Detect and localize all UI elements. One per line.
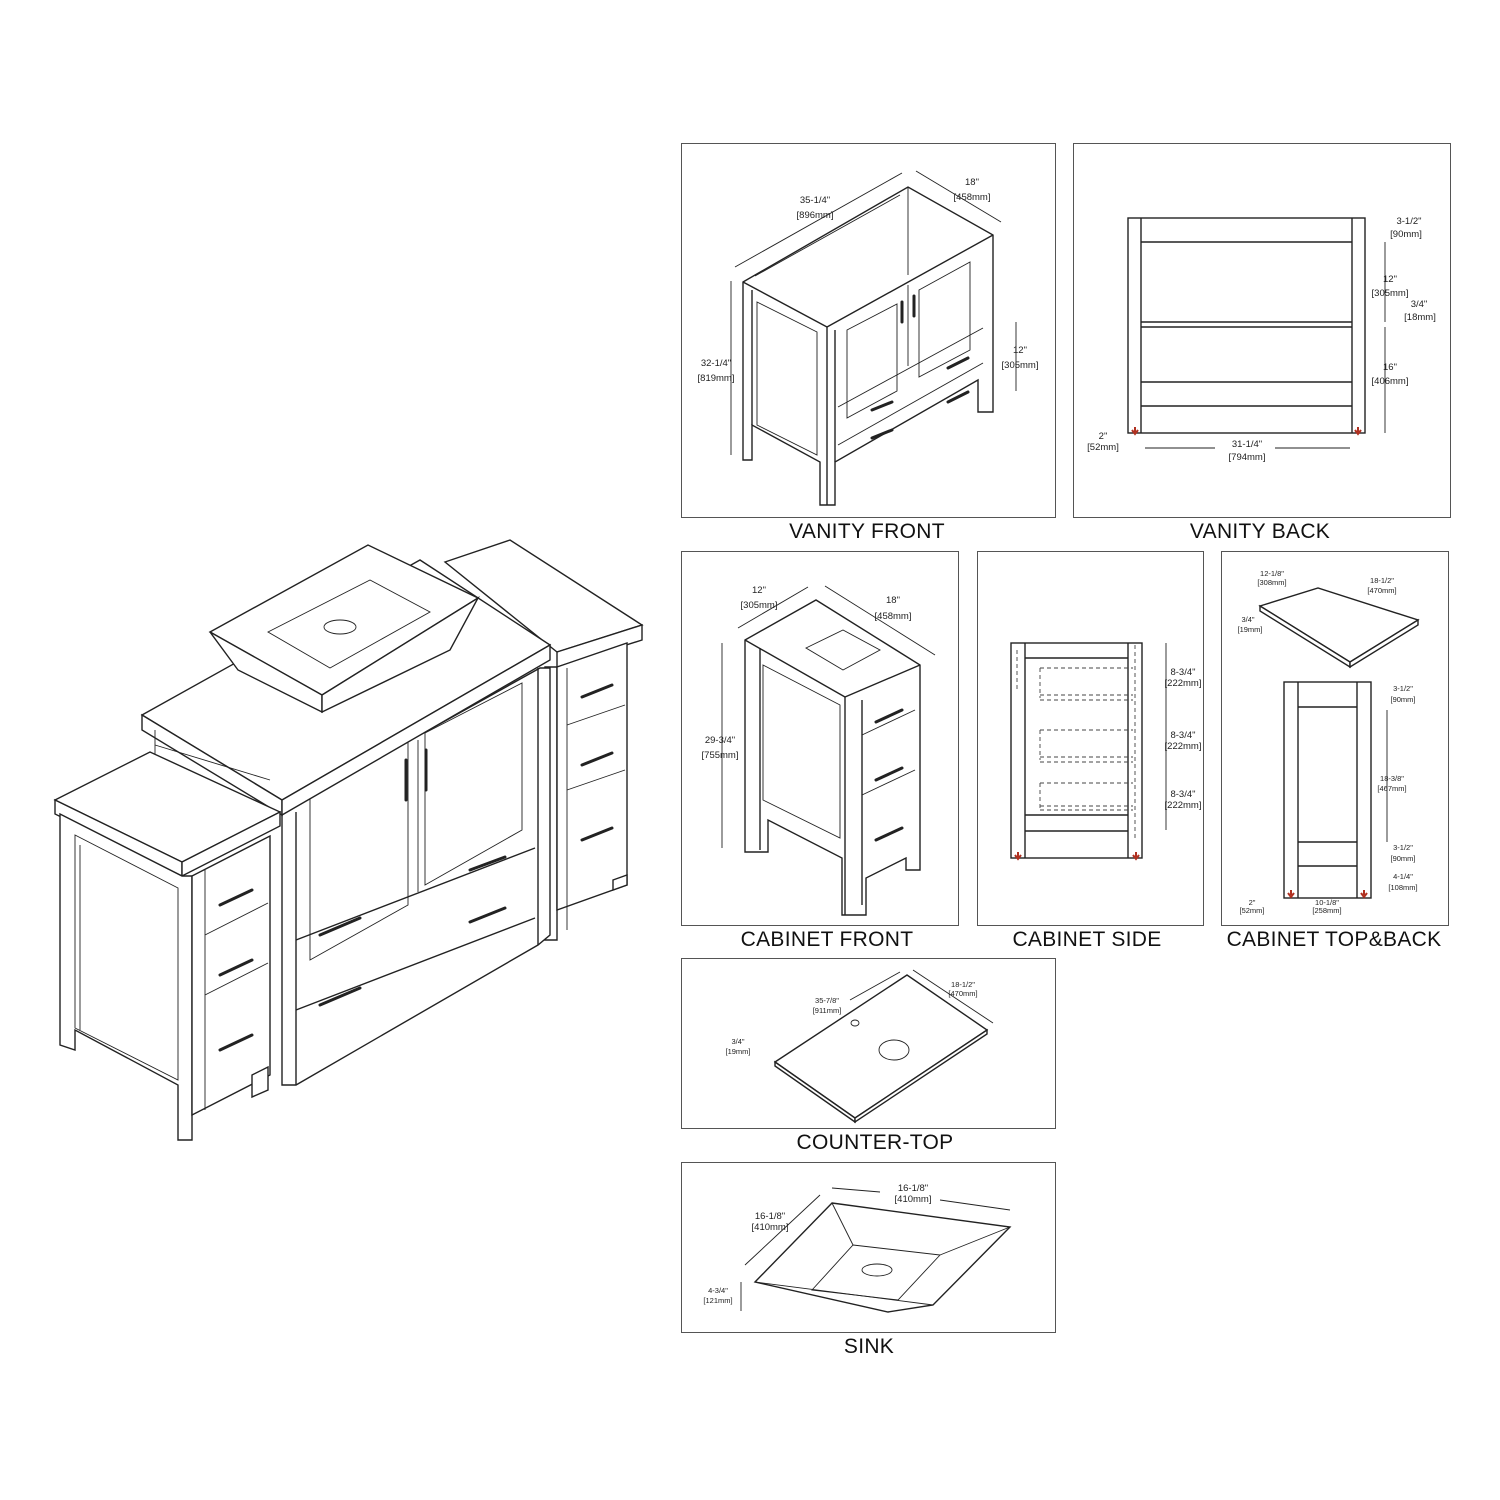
svg-text:3/4": 3/4" (731, 1037, 744, 1046)
cabinet-front-drawing: 12" [305mm] 18" [458mm] 29-3/4" [755mm] (702, 585, 936, 916)
svg-text:[911mm]: [911mm] (813, 1006, 842, 1015)
svg-text:29-3/4": 29-3/4" (705, 735, 735, 746)
svg-text:[305mm]: [305mm] (1372, 288, 1409, 299)
svg-text:4-1/4": 4-1/4" (1393, 872, 1413, 881)
svg-text:[52mm]: [52mm] (1239, 906, 1264, 915)
svg-text:[305mm]: [305mm] (1002, 360, 1039, 371)
svg-text:[794mm]: [794mm] (1229, 452, 1266, 463)
vanity-back-panel (1073, 143, 1451, 518)
svg-text:[108mm]: [108mm] (1388, 883, 1417, 892)
vanity-back-drawing: 3-1/2" [90mm] 12" [305mm] 3/4" [18mm] 16… (1087, 216, 1436, 463)
counter-top-panel (681, 958, 1056, 1129)
svg-text:18": 18" (886, 595, 900, 606)
svg-text:31-1/4": 31-1/4" (1232, 439, 1262, 450)
svg-text:18-1/2": 18-1/2" (951, 980, 975, 989)
vanity-front-panel (681, 143, 1056, 518)
svg-text:16-1/8": 16-1/8" (755, 1211, 785, 1222)
svg-text:18-1/2": 18-1/2" (1370, 576, 1394, 585)
center-vanity (140, 544, 552, 1086)
cabinet-front-panel (681, 551, 959, 926)
svg-text:[52mm]: [52mm] (1087, 442, 1119, 453)
svg-text:[819mm]: [819mm] (698, 373, 735, 384)
svg-text:10-1/8": 10-1/8" (1315, 898, 1339, 907)
svg-text:[458mm]: [458mm] (875, 611, 912, 622)
svg-text:32-1/4": 32-1/4" (701, 358, 731, 369)
svg-text:[308mm]: [308mm] (1257, 578, 1286, 587)
svg-text:[222mm]: [222mm] (1165, 800, 1202, 811)
svg-text:[406mm]: [406mm] (1372, 376, 1409, 387)
svg-text:[222mm]: [222mm] (1165, 678, 1202, 689)
svg-text:3/4": 3/4" (1411, 299, 1428, 310)
svg-text:35-7/8": 35-7/8" (815, 996, 839, 1005)
cabinet-side-drawing: 8-3/4" [222mm] 8-3/4" [222mm] 8-3/4" [22… (1010, 642, 1202, 861)
svg-text:2": 2" (1249, 898, 1256, 907)
svg-text:18-3/8": 18-3/8" (1380, 774, 1404, 783)
sink-caption: SINK (843, 1335, 895, 1358)
cabinet-top-back-caption: CABINET TOP&BACK (1226, 928, 1442, 951)
svg-text:[410mm]: [410mm] (895, 1194, 932, 1205)
svg-text:[19mm]: [19mm] (725, 1047, 750, 1056)
svg-text:[470mm]: [470mm] (948, 989, 977, 998)
assembly-illustration (53, 539, 644, 1141)
svg-text:[467mm]: [467mm] (1377, 784, 1406, 793)
vanity-back-caption: VANITY BACK (1189, 520, 1331, 543)
svg-text:[90mm]: [90mm] (1390, 695, 1415, 704)
svg-text:[90mm]: [90mm] (1390, 854, 1415, 863)
svg-text:[470mm]: [470mm] (1367, 586, 1396, 595)
vanity-front-drawing: 35-1/4" [896mm] 18" [458mm] 32-1/4" [819… (698, 170, 1039, 506)
counter-top-drawing: 35-7/8" [911mm] 18-1/2" [470mm] 3/4" [19… (725, 969, 994, 1124)
svg-text:3-1/2": 3-1/2" (1393, 684, 1413, 693)
cabinet-side-caption: CABINET SIDE (1012, 928, 1162, 951)
svg-text:12": 12" (1383, 274, 1397, 285)
vanity-front-caption: VANITY FRONT (789, 520, 945, 543)
svg-text:[90mm]: [90mm] (1390, 229, 1422, 240)
svg-text:3-1/2": 3-1/2" (1393, 843, 1413, 852)
sink-drawing: 16-1/8" [410mm] 16-1/8" [410mm] 4-3/4" [… (703, 1183, 1012, 1313)
svg-text:[121mm]: [121mm] (703, 1296, 732, 1305)
svg-text:16": 16" (1383, 362, 1397, 373)
svg-text:8-3/4": 8-3/4" (1170, 789, 1195, 800)
cabinet-front-caption: CABINET FRONT (740, 928, 914, 951)
svg-text:12": 12" (752, 585, 766, 596)
svg-text:2": 2" (1099, 431, 1108, 442)
cabinet-top-back-drawing: 12-1/8" [308mm] 18-1/2" [470mm] 3/4" [19… (1237, 569, 1420, 915)
sink-panel (681, 1162, 1056, 1333)
svg-text:16-1/8": 16-1/8" (898, 1183, 928, 1194)
svg-text:[305mm]: [305mm] (741, 600, 778, 611)
svg-text:3-1/2": 3-1/2" (1396, 216, 1421, 227)
svg-text:35-1/4": 35-1/4" (800, 195, 830, 206)
counter-top-caption: COUNTER-TOP (796, 1131, 954, 1154)
svg-text:12": 12" (1013, 345, 1027, 356)
svg-text:[896mm]: [896mm] (797, 210, 834, 221)
svg-text:[458mm]: [458mm] (954, 192, 991, 203)
svg-text:18": 18" (965, 177, 979, 188)
svg-text:[19mm]: [19mm] (1237, 625, 1262, 634)
svg-text:[755mm]: [755mm] (702, 750, 739, 761)
svg-text:3/4": 3/4" (1241, 615, 1254, 624)
svg-text:[18mm]: [18mm] (1404, 312, 1436, 323)
svg-text:12-1/8": 12-1/8" (1260, 569, 1284, 578)
svg-text:[410mm]: [410mm] (752, 1222, 789, 1233)
svg-text:8-3/4": 8-3/4" (1170, 667, 1195, 678)
left-side-cabinet (53, 751, 282, 1141)
svg-text:4-3/4": 4-3/4" (708, 1286, 728, 1295)
svg-text:8-3/4": 8-3/4" (1170, 730, 1195, 741)
cabinet-top-back-panel (1221, 551, 1449, 926)
cabinet-side-panel (977, 551, 1204, 926)
svg-text:[222mm]: [222mm] (1165, 741, 1202, 752)
svg-text:[258mm]: [258mm] (1312, 906, 1341, 915)
